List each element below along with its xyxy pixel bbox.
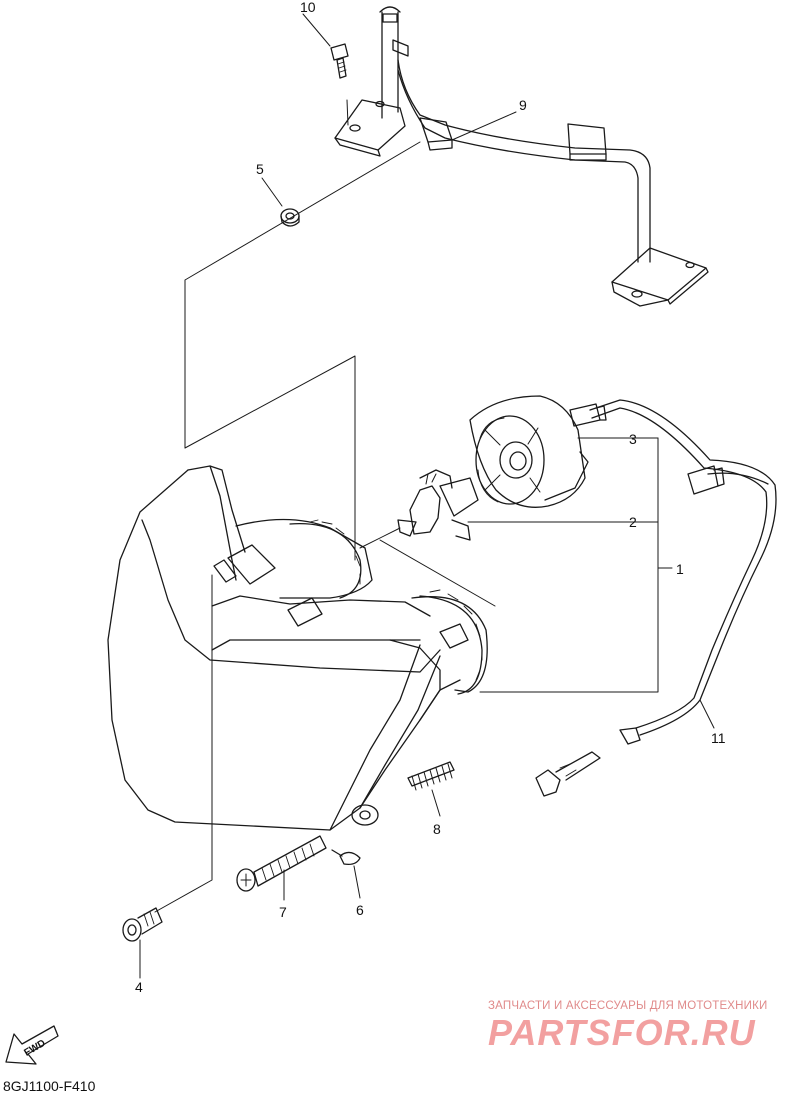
- callout-10: 10: [300, 0, 316, 15]
- callout-5: 5: [256, 161, 264, 177]
- wire-harness-part-11: [535, 399, 777, 797]
- callout-7: 7: [279, 904, 287, 920]
- callout-3: 3: [629, 431, 637, 447]
- headlight-unit-part-3: [469, 395, 589, 508]
- bulb-part-2: [397, 469, 479, 541]
- watermark-tagline: ЗАПЧАСТИ И АКСЕССУАРЫ ДЛЯ МОТОТЕХНИКИ: [488, 1000, 768, 1012]
- callout-11: 11: [711, 730, 726, 746]
- watermark-brand: PARTSFOR.RU: [488, 1012, 756, 1053]
- clip-part-6: [331, 849, 361, 866]
- headlight-housing-part-1: [107, 465, 488, 831]
- callout-9: 9: [519, 97, 527, 113]
- callout-6: 6: [356, 902, 364, 918]
- mounting-leader-lines: [154, 99, 421, 913]
- assembly-boundary: [359, 527, 496, 607]
- rivet-part-4: [122, 907, 163, 942]
- spring-part-8: [407, 761, 455, 791]
- screw-part-7: [236, 835, 327, 892]
- headlight-stay-part-9: [334, 6, 709, 307]
- diagram-code: 8GJ1100-F410: [3, 1078, 96, 1094]
- fwd-arrow-icon: [5, 1025, 59, 1065]
- callout-2: 2: [629, 514, 637, 530]
- bolt-part-10: [330, 43, 349, 79]
- callout-4: 4: [135, 979, 143, 995]
- callout-1: 1: [676, 561, 684, 577]
- callout-8: 8: [433, 821, 441, 837]
- callout-leaders: [139, 13, 715, 979]
- grommet-part-5: [280, 208, 300, 227]
